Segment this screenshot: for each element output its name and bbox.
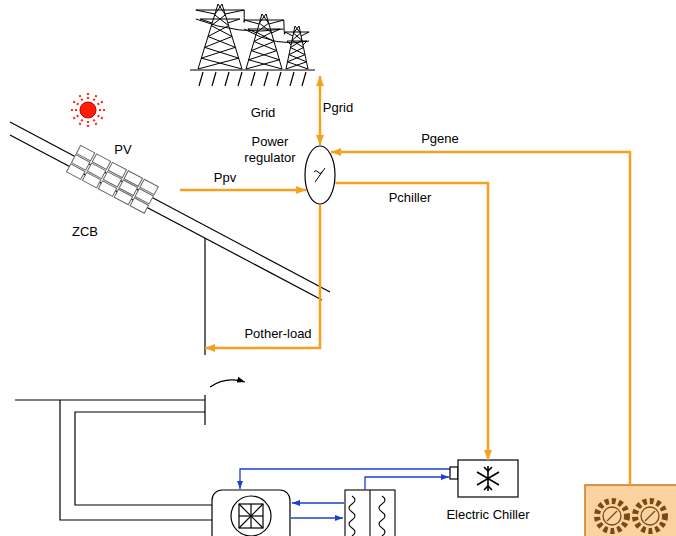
grid-node: Grid (185, 0, 325, 76)
zcb-building: ZCB (15, 215, 205, 355)
power-regulator: Power regulator (304, 145, 336, 205)
generator (585, 485, 676, 536)
chilled-water-pipes (240, 469, 450, 518)
node-label: Electric Chiller (446, 507, 529, 523)
air-handling-unit (212, 490, 290, 536)
generator-power-line (331, 152, 630, 485)
cooling-coil (345, 490, 395, 536)
node-label: Grid (251, 105, 276, 121)
transmission-towers (196, 4, 309, 69)
building-roof (10, 122, 330, 425)
power-label: Pgrid (321, 100, 355, 116)
airflow-arrow (210, 380, 245, 387)
pv-panels (67, 145, 159, 213)
sun-symbol (70, 92, 106, 128)
electric-chiller-node: Electric Chiller (438, 460, 538, 497)
air-ducts (15, 400, 212, 520)
electric-chiller (450, 460, 518, 497)
node-label: PV (114, 142, 131, 158)
power-flow-arrow (335, 183, 488, 460)
power-flow-arrow (205, 205, 320, 348)
power-label: Ppv (212, 170, 238, 186)
pv-array: PV (60, 140, 180, 200)
regulator-oval (304, 145, 336, 205)
power-label: Pgene (419, 131, 461, 147)
power-label: Pchiller (387, 190, 434, 206)
ground-line (190, 70, 315, 86)
power-label: Pother-load (242, 326, 313, 342)
node-label: ZCB (72, 224, 98, 240)
power-flow-arrow (180, 189, 306, 192)
node-label: Power regulator (234, 134, 306, 166)
